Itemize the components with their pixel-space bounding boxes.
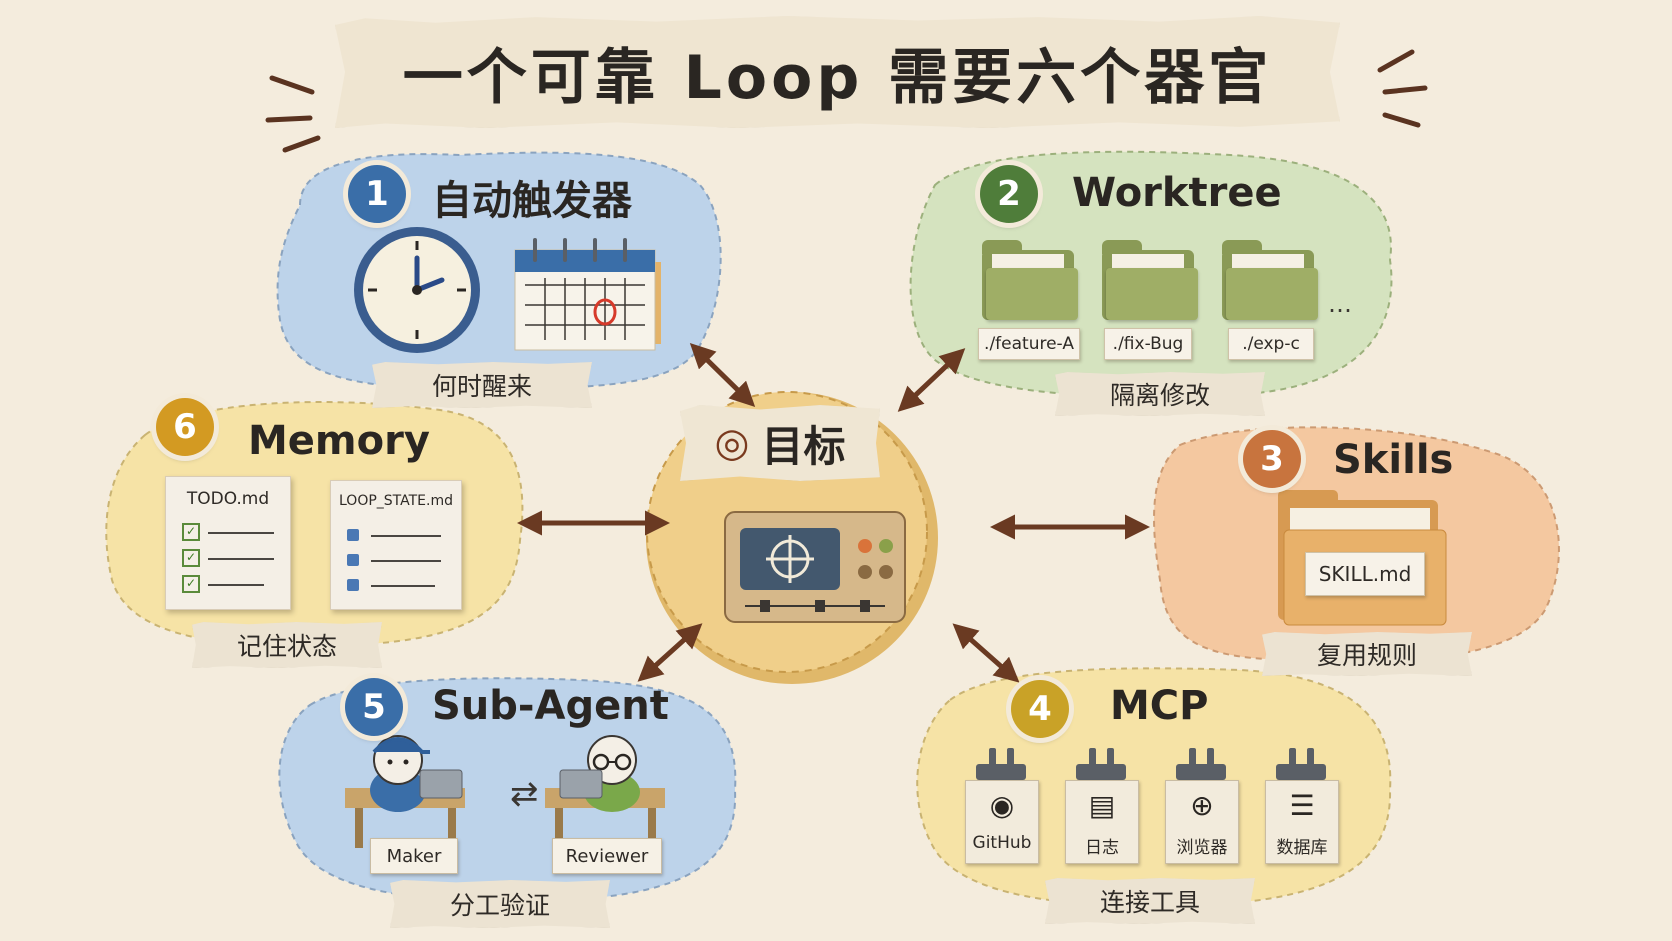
badge-3: 3 xyxy=(1243,430,1301,488)
tool-label: GitHub xyxy=(972,833,1032,853)
deco-stroke xyxy=(269,75,315,95)
folder-label: ./feature-A xyxy=(978,328,1080,360)
swap-arrows-icon: ⇄ xyxy=(510,774,539,814)
caption-skills: 复用规则 xyxy=(1262,632,1472,676)
tool-label: 数据库 xyxy=(1276,838,1328,858)
reviewer-agent-icon xyxy=(545,735,665,848)
agent-label: Reviewer xyxy=(552,838,662,874)
caption-memory: 记住状态 xyxy=(192,622,382,668)
control-panel-icon xyxy=(724,511,906,623)
caption-subagent: 分工验证 xyxy=(390,880,610,928)
deco-stroke xyxy=(265,115,313,123)
todo-note: TODO.md ✓ ✓ ✓ xyxy=(165,476,291,610)
more-ellipsis: … xyxy=(1328,290,1354,318)
database-icon: ☰ xyxy=(1289,789,1315,822)
caption-trigger: 何时醒来 xyxy=(372,362,592,408)
arrow-worktree xyxy=(897,348,966,412)
target-icon: ◎ xyxy=(714,420,750,466)
badge-6: 6 xyxy=(156,398,214,456)
badge-4: 4 xyxy=(1011,680,1069,738)
card-title-skills: Skills xyxy=(1333,437,1454,483)
caption-worktree: 隔离修改 xyxy=(1055,372,1265,416)
card-title-worktree: Worktree xyxy=(1072,170,1282,216)
goal-strip: ◎ 目标 xyxy=(680,405,880,481)
arrow-trigger xyxy=(689,342,756,408)
folder-label: ./exp-c xyxy=(1228,328,1314,360)
badge-2: 2 xyxy=(980,165,1038,223)
deco-stroke xyxy=(1382,85,1428,95)
card-title-trigger: 自动触发器 xyxy=(432,178,632,224)
maker-agent-icon xyxy=(345,735,465,848)
page-title: 一个可靠 Loop 需要六个器官 xyxy=(402,42,1273,113)
title-strip: 一个可靠 Loop 需要六个器官 xyxy=(335,16,1340,128)
loop-state-note: LOOP_STATE.md xyxy=(330,480,462,610)
arrow-subagent xyxy=(637,623,703,682)
skill-file-label: SKILL.md xyxy=(1305,552,1425,596)
calendar-icon xyxy=(514,238,661,351)
tool-label: 浏览器 xyxy=(1176,838,1228,858)
agent-label: Maker xyxy=(370,838,458,874)
card-title-mcp: MCP xyxy=(1110,683,1209,729)
globe-icon: ⊕ xyxy=(1190,789,1214,822)
deco-stroke xyxy=(1382,112,1421,128)
deco-stroke xyxy=(1377,49,1415,73)
badge-5: 5 xyxy=(345,678,403,736)
tool-label: 日志 xyxy=(1085,838,1119,858)
note-title: LOOP_STATE.md xyxy=(339,493,453,509)
folder-label: ./fix-Bug xyxy=(1104,328,1192,360)
goal-label: 目标 xyxy=(761,421,846,471)
arrow-mcp xyxy=(952,623,1020,683)
document-icon: ▤ xyxy=(1088,789,1116,822)
card-title-memory: Memory xyxy=(248,418,430,464)
badge-1: 1 xyxy=(348,165,406,223)
deco-stroke xyxy=(282,135,321,153)
github-icon: ◉ xyxy=(989,789,1015,822)
clock-icon xyxy=(354,227,480,353)
note-title: TODO.md xyxy=(186,489,270,509)
card-title-subagent: Sub-Agent xyxy=(432,683,669,729)
caption-mcp: 连接工具 xyxy=(1045,878,1255,924)
